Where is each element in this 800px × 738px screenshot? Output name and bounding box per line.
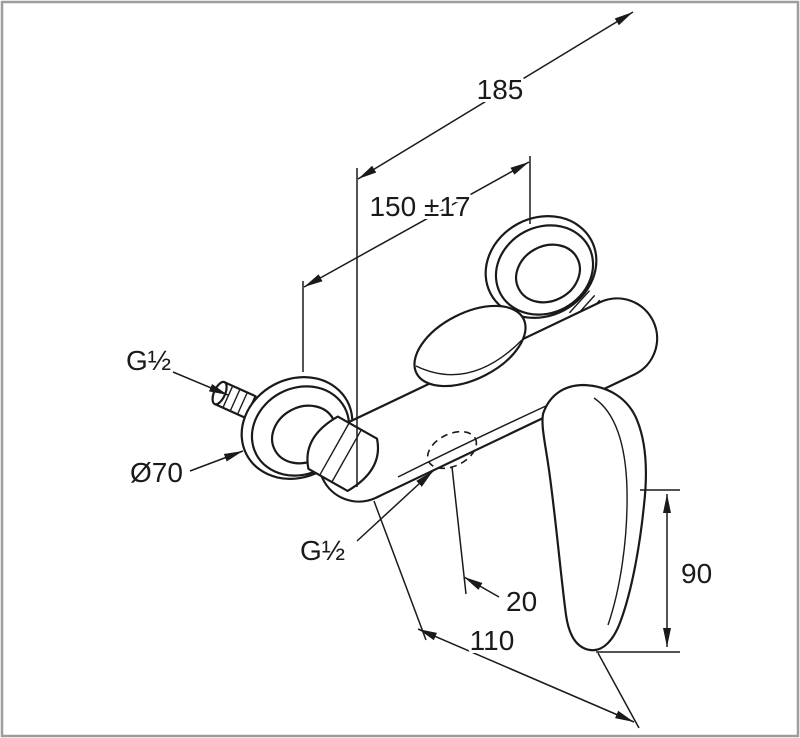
- dim-150-label: 150 ±17: [369, 191, 470, 222]
- outlet-thread-label: G½: [300, 535, 345, 566]
- dim-110-label: 110: [470, 625, 515, 656]
- dimension-150: 150 ±17: [302, 156, 531, 372]
- leader-flange-diameter: [189, 450, 244, 472]
- dim-20-label: 20: [506, 586, 537, 617]
- cap-seam: [415, 339, 523, 376]
- handle-contour-line: [593, 397, 628, 626]
- nipple-thread-lines: [222, 386, 248, 414]
- extension-line-20: [451, 466, 467, 595]
- flange-diameter-label: Ø70: [130, 457, 183, 488]
- dimension-20: 20: [451, 466, 540, 620]
- outlet-dashed-ellipse: [426, 430, 478, 470]
- lever-handle: [541, 383, 648, 652]
- dim-185-label: 185: [477, 74, 524, 105]
- dim-line-185: [357, 11, 634, 180]
- extension-line-110-right: [597, 652, 640, 729]
- dim-line-110: [417, 628, 635, 723]
- callout-flange-diameter: Ø70: [127, 450, 244, 491]
- leader-inlet-thread: [172, 371, 229, 396]
- dimension-110: 110: [373, 500, 640, 729]
- inlet-thread-label: G½: [126, 345, 171, 376]
- callout-inlet-thread: G½: [123, 342, 229, 396]
- dimension-185: 185: [356, 11, 634, 487]
- dim-line-20: [463, 576, 500, 598]
- extension-line-110-left: [373, 500, 427, 641]
- dimension-90: 90: [596, 489, 715, 653]
- leader-outlet-thread: [356, 470, 434, 542]
- hex-nut: [306, 415, 380, 492]
- dim-90-label: 90: [681, 558, 712, 589]
- dim-line-150: [303, 161, 530, 288]
- callout-outlet-thread: G½: [297, 470, 434, 569]
- cartridge-cap: [413, 304, 527, 388]
